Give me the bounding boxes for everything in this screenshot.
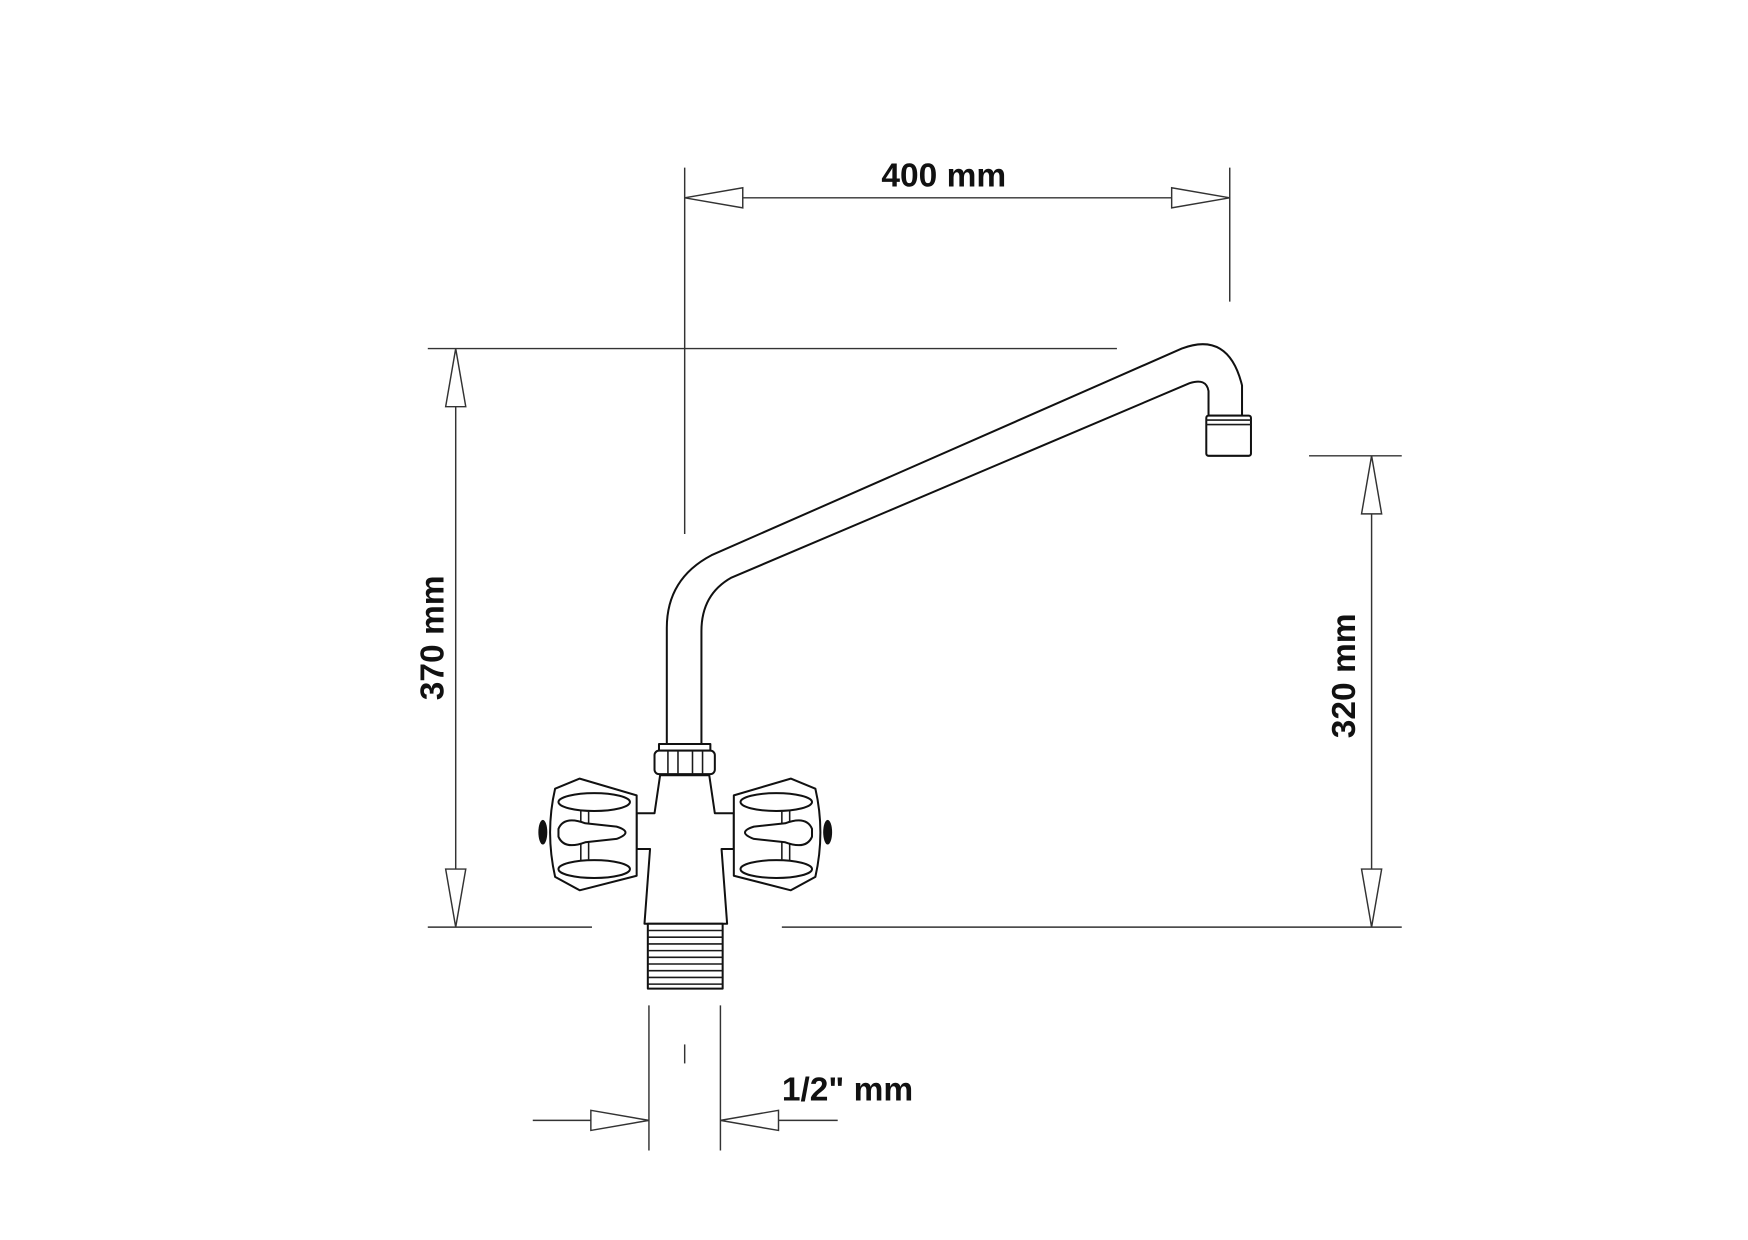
- spout-nozzle: [1205, 414, 1252, 457]
- outlet-height-label: 320 mm: [1326, 613, 1363, 738]
- reach-label: 400 mm: [881, 158, 1006, 195]
- knob-cap: [823, 819, 833, 845]
- height-label: 370 mm: [414, 575, 451, 700]
- threaded-connector: [646, 922, 724, 990]
- tap-body: [635, 774, 735, 925]
- arrow-left: [684, 186, 744, 209]
- right-handle-knob[interactable]: [732, 777, 833, 892]
- left-handle-knob[interactable]: [538, 777, 638, 892]
- arrow-down: [1360, 868, 1383, 928]
- reach-dimension: 400 mm: [683, 158, 1231, 534]
- arrow-right: [590, 1109, 650, 1132]
- knob-cap: [538, 819, 548, 845]
- outlet-height-dimension: 320 mm: [1309, 455, 1402, 928]
- arrow-down: [444, 868, 467, 928]
- arrow-up: [444, 348, 467, 408]
- connection-dimension: 1/2" mm: [532, 1005, 913, 1151]
- arrow-left: [720, 1109, 780, 1132]
- connection-label: 1/2" mm: [782, 1071, 913, 1108]
- arrow-up: [1360, 455, 1383, 515]
- faucet: [538, 343, 1252, 990]
- swivel-nut: [653, 742, 716, 776]
- height-dimension: 370 mm: [414, 347, 1402, 928]
- spout: [665, 343, 1244, 748]
- arrow-right: [1170, 186, 1230, 209]
